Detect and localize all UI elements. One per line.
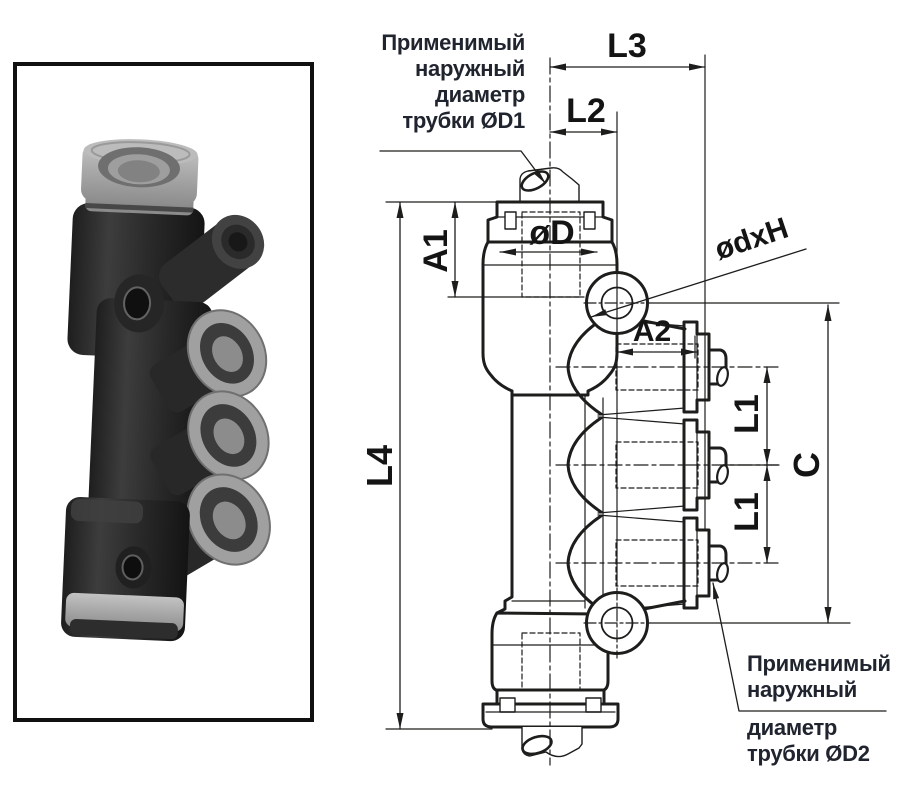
dim-label-a2: A2 [633, 315, 671, 348]
product-photo-frame [13, 62, 314, 722]
photo-mounting-hole-top [114, 274, 165, 333]
dim-label-c: C [786, 452, 827, 478]
tube-od1-note-line: наружный [415, 56, 525, 81]
leader-arrowheads [533, 169, 720, 600]
photo-top-collar [81, 139, 199, 206]
tube-od2-note-upper: Применимый наружный [747, 651, 918, 703]
fitting-photo-group [61, 139, 271, 642]
dim-label-od: øD [529, 214, 574, 252]
tube-od2-note-line: наружный [747, 677, 857, 702]
photo-branch-top [158, 214, 265, 310]
dim-label-l1b: L1 [728, 492, 766, 532]
tube-od1-note-line: трубки ØD1 [402, 108, 525, 133]
dimension-arrowheads [396, 63, 832, 729]
dim-label-l2: L2 [566, 92, 606, 130]
leader-d2 [712, 582, 887, 712]
tube-od1-note-line: диаметр [434, 82, 525, 107]
dimension-labels: L3 L2 øD A1 A2 ødxH L1 L1 C L4 [359, 27, 827, 532]
bottom-tube-section [521, 734, 553, 756]
dim-label-a1: A1 [417, 229, 455, 272]
photo-mounting-hole-bottom [115, 546, 152, 589]
leader-odxh [590, 248, 807, 318]
dim-label-l1a: L1 [728, 394, 766, 434]
bottom-bore-hidden [521, 632, 581, 691]
tube-od1-note: Применимый наружный диаметр трубки ØD1 [330, 30, 525, 134]
tube-od2-note-line: диаметр [747, 715, 838, 740]
dim-label-odxh: ødxH [711, 212, 793, 267]
tube-od2-note-lower: диаметр трубки ØD2 [747, 715, 918, 767]
neck-left-edge [495, 389, 514, 615]
dim-label-l3: L3 [607, 27, 647, 65]
construction-lines [385, 54, 851, 766]
product-photo [61, 139, 271, 642]
tube-od2-note-line: Применимый [747, 651, 891, 676]
tube-od2-note-line: трубки ØD2 [747, 741, 870, 766]
tube-od1-note-line: Применимый [381, 30, 525, 55]
dim-label-l4: L4 [359, 445, 400, 487]
